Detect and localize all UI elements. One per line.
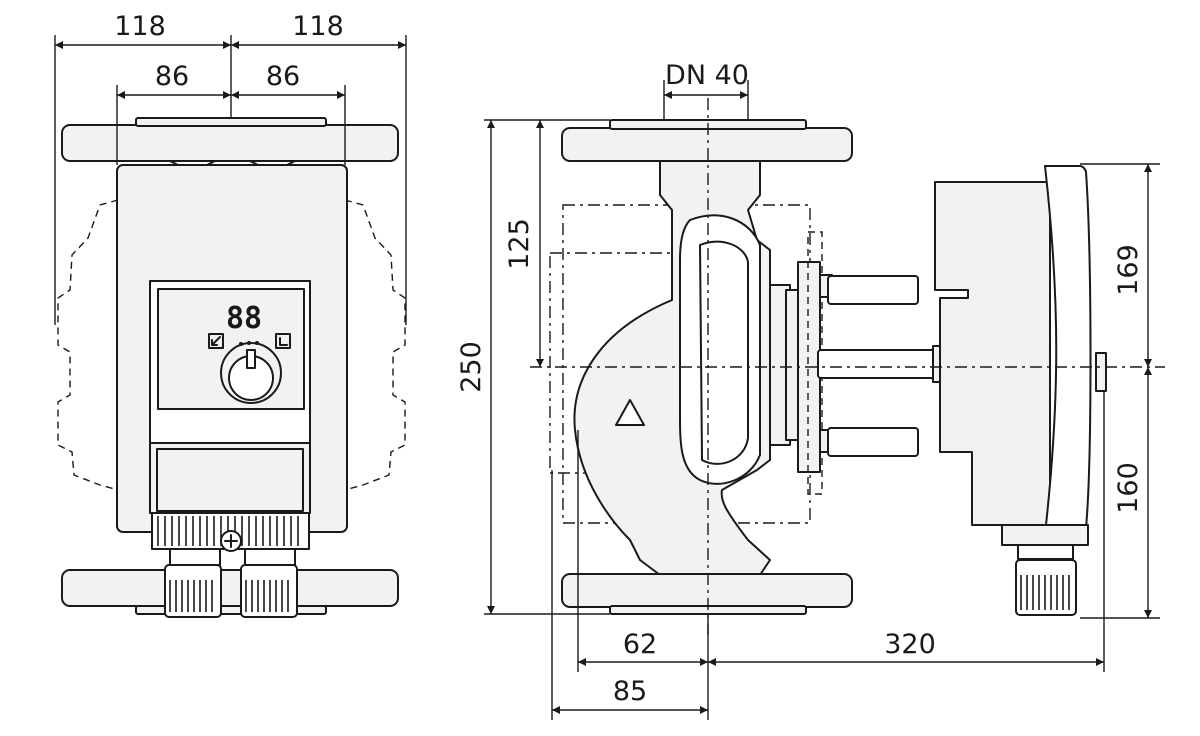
dimension-label: DN 40 — [665, 60, 749, 91]
dimension-label: 118 — [114, 11, 166, 42]
dimension-label: 320 — [884, 629, 936, 660]
led-display: 88 — [226, 301, 262, 336]
front-bottom-flange — [61, 569, 399, 607]
side-view: 250 125 DN 40 169 160 62 320 85 — [456, 60, 1165, 720]
terminal-cover — [149, 442, 311, 514]
motor-stud-top — [827, 275, 919, 305]
cable-connector-right — [240, 564, 298, 618]
front-motor-dashed-outline — [57, 199, 119, 491]
direction-arrow-icon — [615, 399, 645, 426]
front-view: 88 — [54, 11, 407, 618]
dimension-label: 118 — [292, 11, 344, 42]
dimension-label: 85 — [613, 676, 647, 707]
dimension-label: 86 — [155, 61, 189, 92]
control-knob[interactable] — [220, 342, 282, 404]
side-bottom-flange — [561, 573, 853, 608]
dimension-label: 125 — [504, 218, 535, 270]
knob-indicator-icon — [246, 349, 256, 369]
dimension-label: 250 — [456, 341, 487, 393]
motor-stud-bottom — [827, 427, 919, 457]
side-top-flange — [561, 127, 853, 162]
front-top-flange — [61, 124, 399, 162]
mode-right-icon — [275, 333, 291, 349]
dimension-label: 169 — [1113, 244, 1144, 296]
cable-connector-left — [164, 564, 222, 618]
dimension-label: 86 — [266, 61, 300, 92]
electronics-module — [934, 181, 1051, 526]
mode-left-icon — [208, 333, 224, 349]
dimension-label: 62 — [623, 629, 657, 660]
side-cable-connector — [1015, 559, 1077, 616]
dimension-label: 160 — [1113, 462, 1144, 514]
motor-shaft — [817, 349, 939, 379]
module-cover — [1044, 165, 1092, 535]
